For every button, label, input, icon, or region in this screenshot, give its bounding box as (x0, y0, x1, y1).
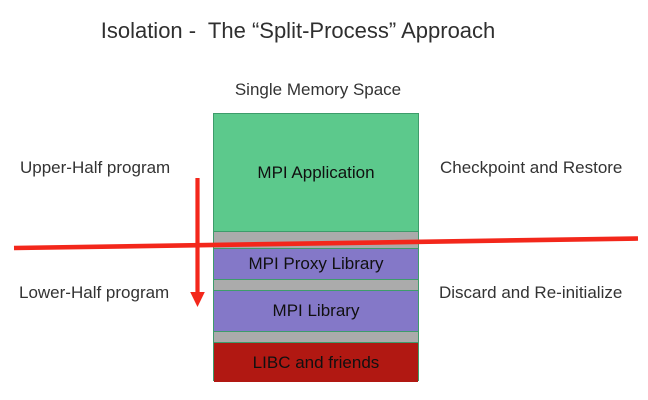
down-arrow-icon (190, 178, 205, 307)
stack-gap (214, 332, 418, 342)
slide-title: Isolation - The “Split-Process” Approach (100, 18, 496, 43)
memory-stack: MPI Application MPI Proxy Library MPI Li… (213, 113, 419, 382)
label-discard-and-reinitialize: Discard and Re-initialize (439, 283, 623, 302)
stack-gap (214, 280, 418, 290)
layer-mpi-library: MPI Library (214, 290, 418, 332)
layer-mpi-application: MPI Application (214, 114, 418, 232)
label-checkpoint-and-restore: Checkpoint and Restore (440, 158, 623, 177)
layer-libc-and-friends: LIBC and friends (214, 342, 418, 382)
label-upper-half-program: Upper-Half program (20, 158, 171, 177)
memory-space-caption: Single Memory Space (234, 80, 402, 99)
layer-mpi-proxy-library: MPI Proxy Library (214, 248, 418, 280)
stack-gap (214, 232, 418, 248)
label-lower-half-program: Lower-Half program (19, 283, 170, 302)
